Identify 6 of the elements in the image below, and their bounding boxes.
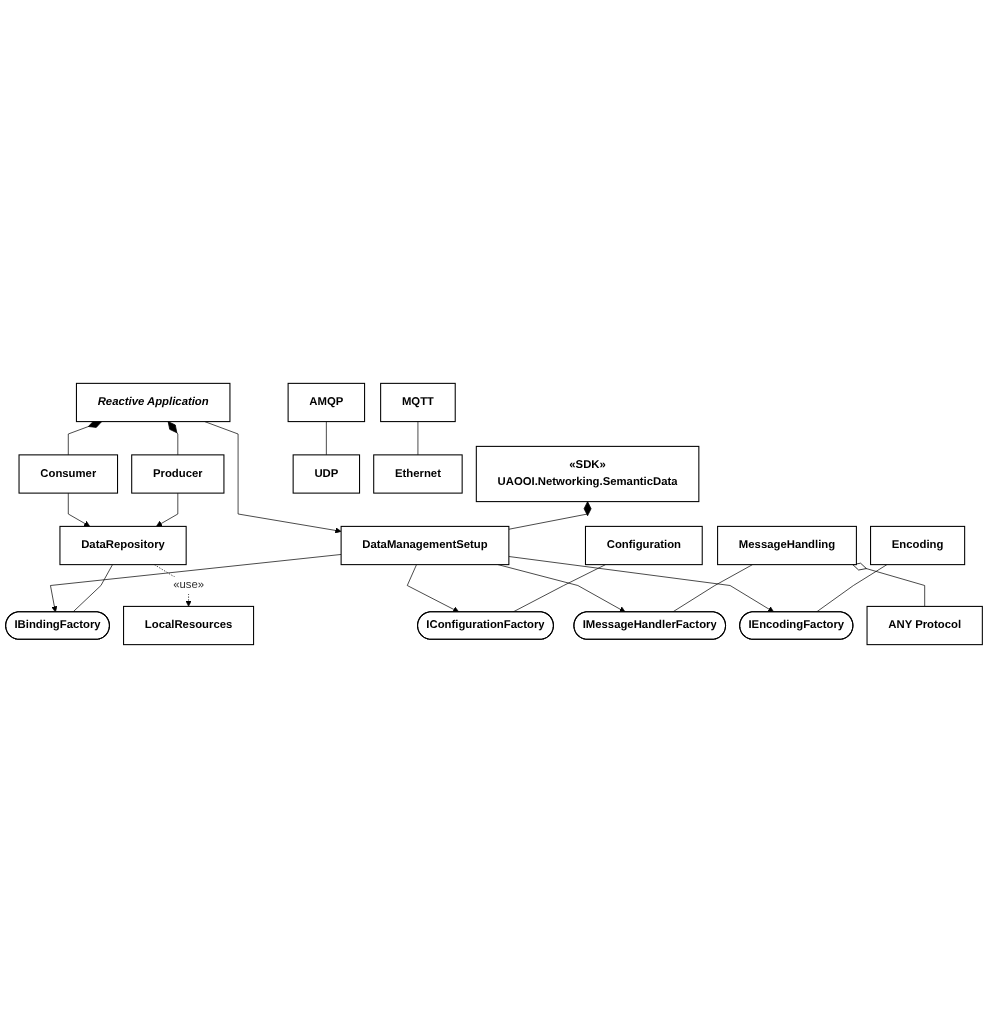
connector — [326, 421, 327, 456]
connector — [72, 564, 113, 613]
connector — [816, 564, 888, 613]
connector — [672, 564, 753, 613]
connector — [417, 421, 419, 456]
connector — [512, 564, 606, 613]
